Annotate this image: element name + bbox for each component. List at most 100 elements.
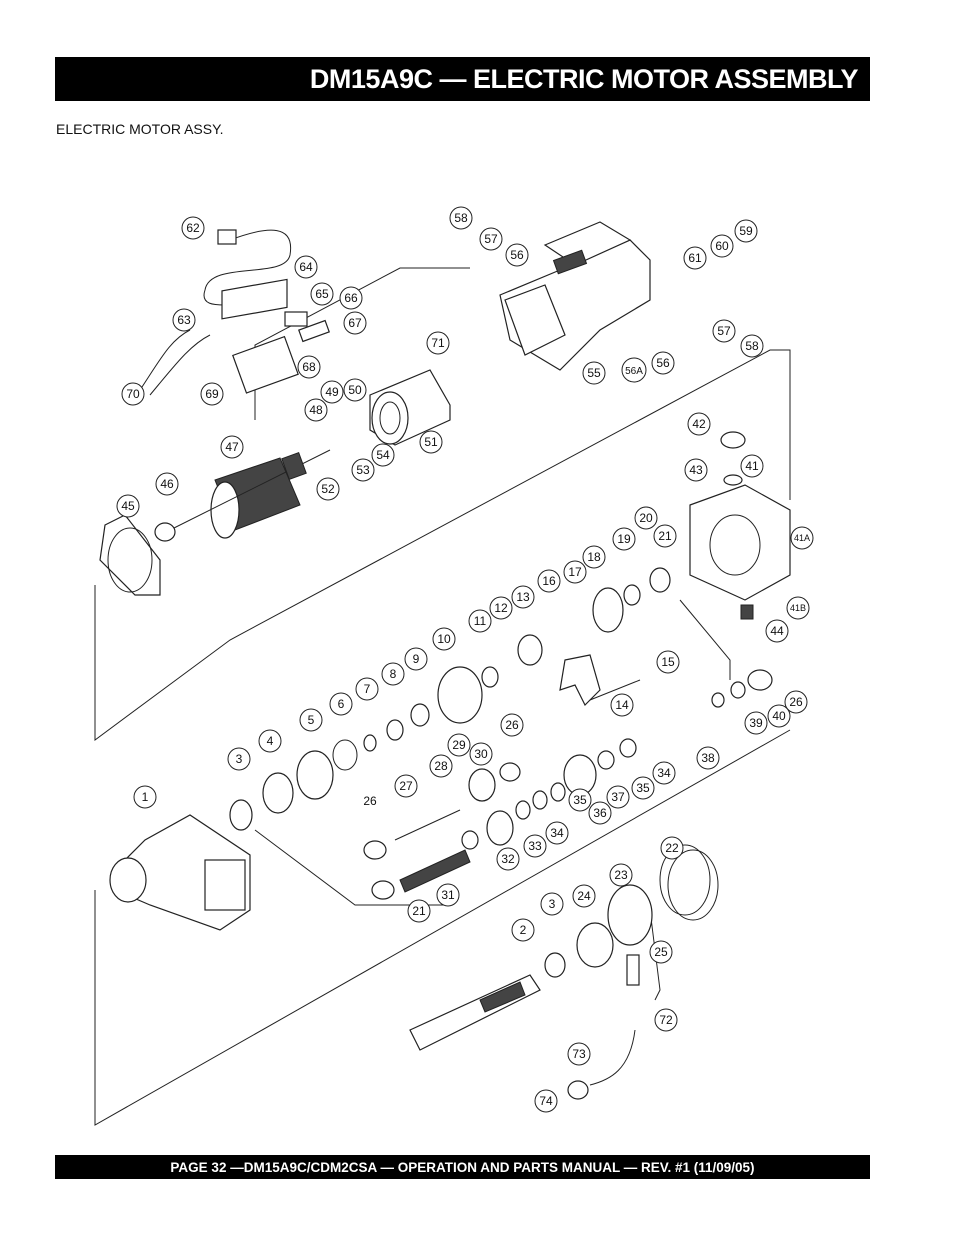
callout-label: 5 [308,713,315,727]
callout-label: 51 [424,435,438,449]
callout-label: 9 [413,652,420,666]
page-footer: PAGE 32 —DM15A9C/CDM2CSA — OPERATION AND… [170,1159,755,1175]
callout-label: 18 [587,550,601,564]
callout-circle: 56 [505,243,529,267]
callout-circle: 21 [653,524,677,548]
callout-circle: 34 [545,821,569,845]
callout-circle: 40 [767,704,791,728]
callout-circle: 27 [394,774,418,798]
callout-circle: 39 [744,711,768,735]
callout-label: 43 [689,463,703,477]
callout-label: 57 [717,324,731,338]
callout-label: 54 [376,448,390,462]
callout-circle: 17 [563,560,587,584]
callout-label: 1 [142,790,149,804]
callout-circle: 68 [297,355,321,379]
gear-train-row-1 [229,567,671,831]
callout-circle: 60 [710,234,734,258]
callout-label: 3 [236,752,243,766]
callout-label: 34 [550,826,564,840]
callout-label: 72 [659,1013,673,1027]
callout-circle: 30 [469,742,493,766]
callout-label: 23 [614,868,628,882]
callout-label: 41B [790,603,806,613]
callout-label: 22 [665,841,679,855]
callout-label: 52 [321,482,335,496]
callout-circle: 10 [432,627,456,651]
callout-label: 65 [315,287,329,301]
callout-circle: 65 [310,282,334,306]
callout-label: 60 [715,239,729,253]
callout-circle: 32 [496,847,520,871]
callout-circle: 3 [540,892,564,916]
callout-label: 59 [739,224,753,238]
callout-circle: 41B [786,596,810,620]
callout-circle: 26 [784,690,808,714]
gear-train-row-2 [363,669,773,900]
callout-circle: 67 [343,311,367,335]
callout-label: 49 [325,385,339,399]
callout-circle: 3 [227,747,251,771]
callout-label: 10 [437,632,451,646]
callout-circle: 56A [621,357,647,383]
callout-circle: 58 [449,206,473,230]
callout-label: 29 [452,738,466,752]
callout-circle: 24 [572,884,596,908]
callout-label: 30 [474,747,488,761]
callout-label: 69 [205,387,219,401]
callout-label: 27 [399,779,413,793]
callout-label: 26 [789,695,803,709]
motor-housing [499,221,651,371]
callout-circle: 70 [121,382,145,406]
callout-circle: 28 [429,754,453,778]
callout-circle: 20 [634,506,658,530]
callout-circle: 46 [155,472,179,496]
callout-circle: 11 [468,609,492,633]
callout-circle: 64 [294,255,318,279]
callout-label: 64 [299,260,313,274]
callout-circle: 22 [660,836,684,860]
callout-label: 56 [656,356,670,370]
callout-label: 26 [363,794,377,808]
callout-label: 73 [572,1047,586,1061]
callout-circle: 18 [582,545,606,569]
page-title-bar: DM15A9C — ELECTRIC MOTOR ASSEMBLY [55,57,870,101]
callout-circle: 14 [610,693,634,717]
armature [154,449,331,542]
callout-label: 46 [160,477,174,491]
callout-circle: 57 [712,319,736,343]
callout-circle: 9 [404,647,428,671]
callout-circle: 16 [537,569,561,593]
callout-label: 39 [749,716,763,730]
callout-circle: 26 [500,713,524,737]
callout-label: 8 [390,667,397,681]
callout-circle: 72 [654,1008,678,1032]
callout-label: 35 [636,781,650,795]
callout-label: 20 [639,511,653,525]
callout-label: 4 [267,734,274,748]
callout-label: 16 [542,574,556,588]
callout-circle: 69 [200,382,224,406]
callout-circle: 29 [447,733,471,757]
callout-circle: 25 [649,940,673,964]
callout-circle: 47 [220,435,244,459]
callout-circle: 33 [523,834,547,858]
callout-label: 3 [549,897,556,911]
callout-label: 21 [658,529,672,543]
callout-circle: 34 [652,761,676,785]
callout-label: 41 [745,459,759,473]
callout-circle: 23 [609,863,633,887]
callout-label: 74 [539,1094,553,1108]
callout-circle: 63 [172,308,196,332]
callout-circle: 54 [371,443,395,467]
callout-circle: 21 [407,899,431,923]
callout-label: 58 [454,211,468,225]
callout-circle: 51 [419,430,443,454]
callout-circle: 42 [687,412,711,436]
callout-circle: 52 [316,477,340,501]
callout-circle: 36 [588,801,612,825]
callout-label: 12 [494,601,508,615]
callout-label: 15 [661,655,675,669]
callout-circle: 59 [734,219,758,243]
